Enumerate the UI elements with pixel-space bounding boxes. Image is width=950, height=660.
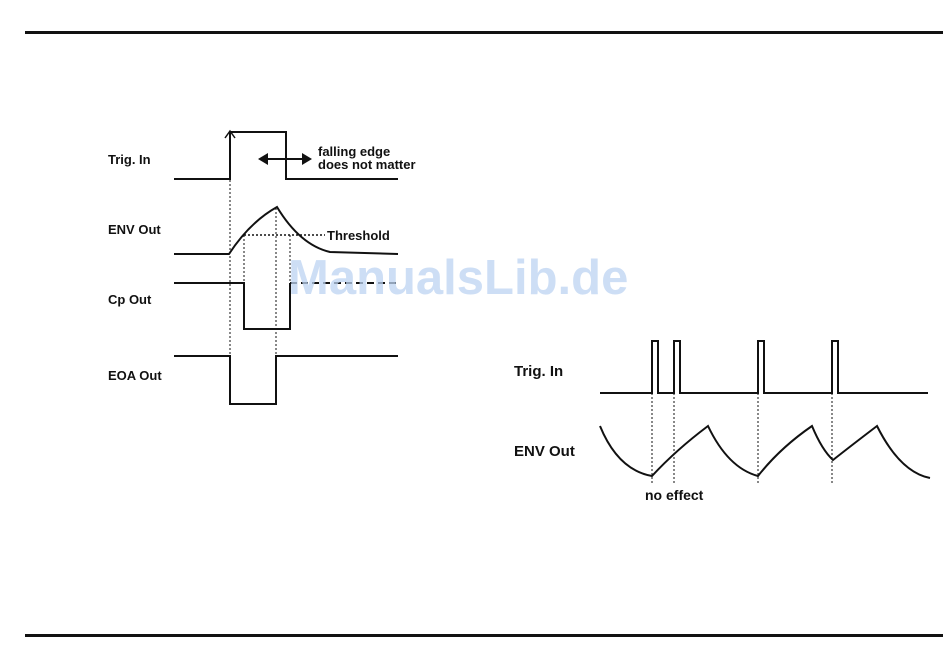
right-env-out-trace — [600, 426, 930, 478]
right-trig-in-trace — [600, 341, 928, 393]
falling-edge-note-line-2: does not matter — [318, 158, 416, 171]
right-label-trig-in: Trig. In — [514, 363, 563, 380]
left-label-eoa-out: EOA Out — [108, 368, 162, 383]
left-label-trig-in: Trig. In — [108, 152, 151, 167]
threshold-label: Threshold — [327, 228, 390, 243]
left-label-cp-out: Cp Out — [108, 292, 151, 307]
falling-edge-note: falling edge does not matter — [318, 145, 416, 171]
no-effect-label: no effect — [645, 487, 703, 503]
watermark-logo: ManualsLib.de — [288, 250, 628, 306]
left-label-env-out: ENV Out — [108, 222, 161, 237]
right-label-env-out: ENV Out — [514, 443, 575, 460]
